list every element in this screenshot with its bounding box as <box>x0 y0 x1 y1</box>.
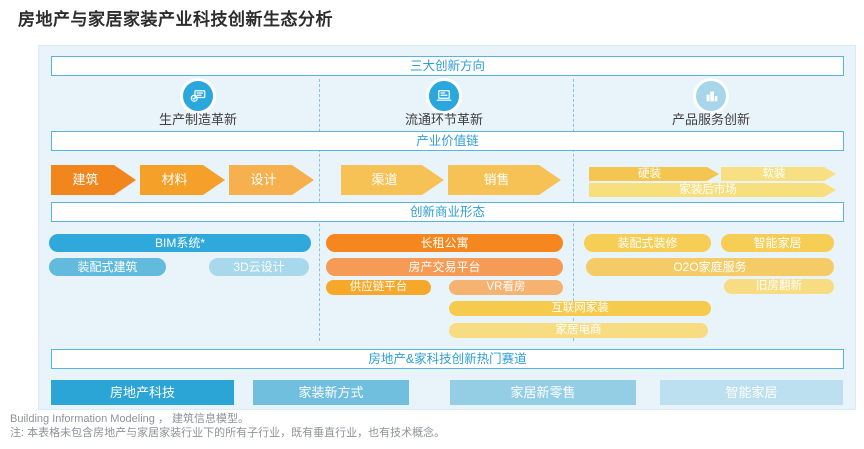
track-home-new-retail: 家居新零售 <box>450 380 636 405</box>
pill-3d-cloud-design: 3D云设计 <box>209 258 309 276</box>
page-title: 房地产与家居家装产业科技创新生态分析 <box>18 10 333 29</box>
pill-vr-house-viewing: VR看房 <box>449 280 563 295</box>
section-header-value-chain: 产业价值链 <box>51 131 844 151</box>
pill-old-house-renovation: 旧房翻新 <box>724 279 834 294</box>
laptop-commerce-icon <box>426 78 462 114</box>
buildings-icon <box>693 78 729 114</box>
value-chain-arrow-aftermarket: 家装后市场 <box>589 183 836 197</box>
pill-smart-home: 智能家居 <box>721 234 834 252</box>
pill-prefab-decoration: 装配式装修 <box>584 234 711 252</box>
value-chain-arrow-hard-decor: 硬装 <box>589 167 719 181</box>
track-new-home-decor: 家装新方式 <box>253 380 409 405</box>
value-chain-arrow-construction: 建筑 <box>51 165 136 195</box>
section-header-hot-tracks: 房地产&家科技创新热门赛道 <box>51 349 844 369</box>
value-chain-arrow-materials: 材料 <box>140 165 225 195</box>
column-label-circulation: 流通环节革新 <box>404 112 483 127</box>
value-chain-arrow-sales: 销售 <box>448 165 561 195</box>
pill-bim-system: BIM系统* <box>49 234 311 252</box>
footnote-scope: 注: 本表格未包含房地产与家居家装行业下的所有子行业，既有垂直行业，也有技术概念… <box>10 426 446 439</box>
section-header-innovation-directions: 三大创新方向 <box>51 56 844 76</box>
pill-property-trading-platform: 房产交易平台 <box>326 258 563 276</box>
column-label-manufacturing: 生产制造革新 <box>158 112 237 127</box>
footnotes: Building Information Modeling ， 建筑信息模型。 … <box>10 413 445 440</box>
pill-internet-home-decor: 互联网家装 <box>449 301 711 316</box>
ecosystem-panel: 三大创新方向 生产制造革新 流通环节革新 产品服务创新 产业价值链 建筑 材料 … <box>38 45 856 410</box>
section-header-business-models: 创新商业形态 <box>51 202 844 222</box>
pill-supply-chain-platform: 供应链平台 <box>326 280 431 295</box>
value-chain-arrow-channel: 渠道 <box>341 165 444 195</box>
pill-o2o-home-service: O2O家庭服务 <box>586 258 834 276</box>
value-chain-arrow-design: 设计 <box>229 165 314 195</box>
column-label-product-service: 产品服务创新 <box>671 112 750 127</box>
track-real-estate-tech: 房地产科技 <box>51 380 234 405</box>
track-smart-home: 智能家居 <box>660 380 843 405</box>
value-chain-arrow-soft-decor: 软装 <box>721 167 836 181</box>
pill-home-ecommerce: 家居电商 <box>449 323 708 338</box>
footnote-bim: Building Information Modeling ， 建筑信息模型。 <box>10 413 250 425</box>
pill-long-rent-apartment: 长租公寓 <box>326 234 563 252</box>
pill-prefab-building: 装配式建筑 <box>49 258 166 276</box>
manufacturing-icon <box>180 78 216 114</box>
